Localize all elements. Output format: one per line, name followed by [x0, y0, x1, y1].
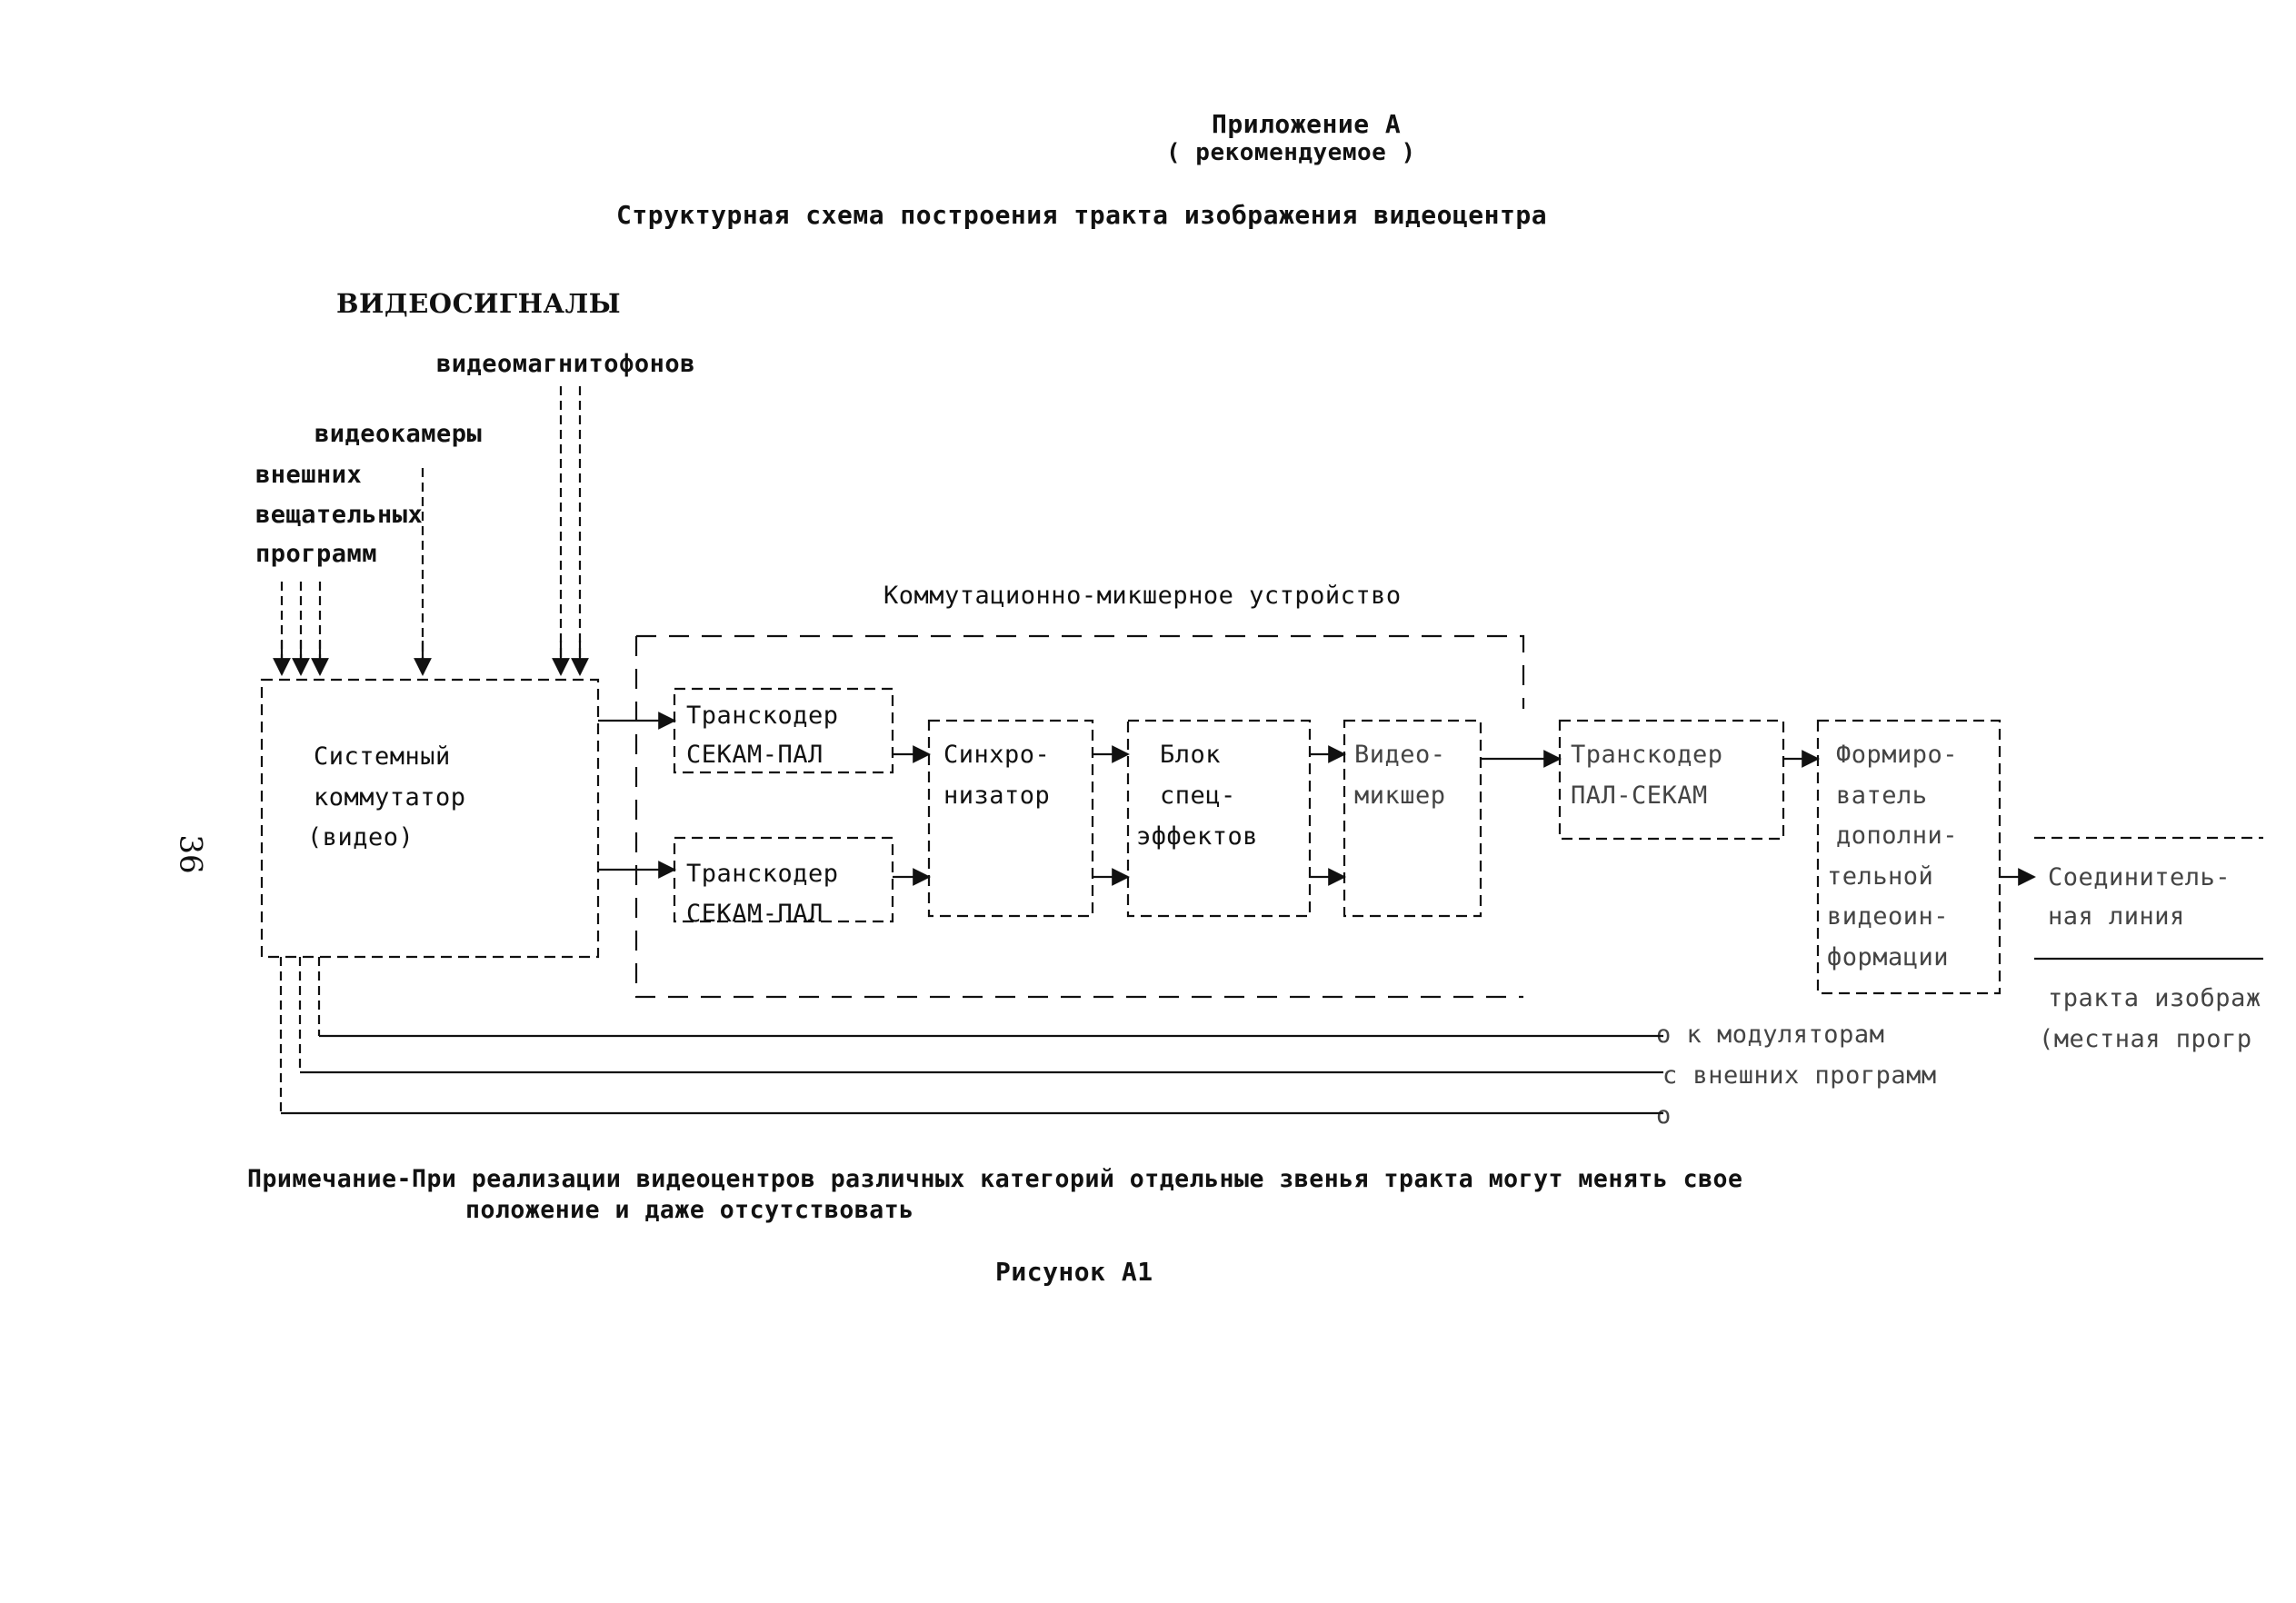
transcoder-1-box — [673, 687, 894, 774]
former-box — [1816, 719, 2002, 995]
transcoder-2-box — [673, 836, 894, 923]
transcoder-3-line-2: ПАЛ-СЕКАМ — [1571, 782, 1708, 810]
switcher-line-1: Системный — [314, 742, 451, 771]
output-lines — [279, 957, 1663, 1115]
sync-line-1: Синхро- — [943, 741, 1051, 769]
switcher-line-2: коммутатор — [314, 783, 466, 811]
effects-line-1: Блок — [1160, 741, 1222, 769]
broadcast-label: вещательных — [255, 501, 424, 529]
vmixer-box — [1343, 719, 1482, 918]
modulators-label: о к модуляторам — [1656, 1021, 1885, 1049]
former-line-4: тельной — [1827, 862, 1934, 891]
former-line-3: дополни- — [1836, 821, 1959, 850]
effects-box — [1126, 719, 1312, 918]
path-output-label: тракта изображ — [2048, 984, 2261, 1012]
sync-line-2: низатор — [943, 782, 1051, 810]
effects-line-2: спец- — [1160, 782, 1236, 810]
appendix-label: Приложение А — [1212, 109, 1402, 139]
mixer-unit-label: Коммутационно-микшерное устройство — [883, 582, 1402, 610]
video-signals-heading: ВИДЕОСИГНАЛЫ — [336, 288, 622, 319]
external-programs-label: с внешних программ — [1662, 1061, 1937, 1090]
external-label: внешних — [255, 461, 363, 489]
link-line-2: ная линия — [2048, 902, 2185, 931]
vmixer-line-2: микшер — [1354, 782, 1446, 810]
transcoder-2-line-1: Транскодер — [686, 860, 839, 888]
vtr-label: видеомагнитофонов — [436, 350, 695, 378]
sync-box — [927, 719, 1094, 918]
transcoder-3-box — [1558, 719, 1785, 841]
note-line-1: Примечание-При реализации видеоцентров р… — [247, 1165, 1743, 1193]
transcoder-1-line-2: СЕКАМ-ПАЛ — [686, 741, 824, 769]
figure-caption: Рисунок А1 — [995, 1257, 1153, 1287]
signal-arrows — [598, 712, 2036, 886]
former-line-6: формации — [1827, 943, 1950, 971]
effects-line-3: эффектов — [1136, 822, 1259, 851]
transcoder-3-line-1: Транскодер — [1571, 741, 1723, 769]
former-line-1: Формиро- — [1836, 741, 1959, 769]
note-line-2: положение и даже отсутствовать — [465, 1196, 914, 1224]
source-input-lines — [273, 386, 589, 676]
page-title: Структурная схема построения тракта изоб… — [616, 200, 1548, 230]
former-line-2: ватель — [1836, 782, 1928, 810]
transcoder-1-line-1: Транскодер — [686, 702, 839, 730]
former-line-5: видеоин- — [1827, 902, 1950, 931]
appendix-status: ( рекомендуемое ) — [1166, 139, 1416, 166]
transcoder-2-line-2: СЕКАМ-ПАЛ — [686, 900, 824, 928]
cameras-label: видеокамеры — [314, 420, 483, 448]
switcher-line-3: (видео) — [307, 823, 414, 851]
mixer-enclosure — [634, 634, 1525, 999]
link-line-1: Соединитель- — [2048, 863, 2231, 891]
system-switcher-box — [260, 678, 600, 959]
programs-label: программ — [255, 540, 378, 568]
vmixer-line-1: Видео- — [1354, 741, 1446, 769]
terminal-label: о — [1656, 1101, 1672, 1130]
local-program-label: (местная прогр — [2039, 1025, 2252, 1053]
